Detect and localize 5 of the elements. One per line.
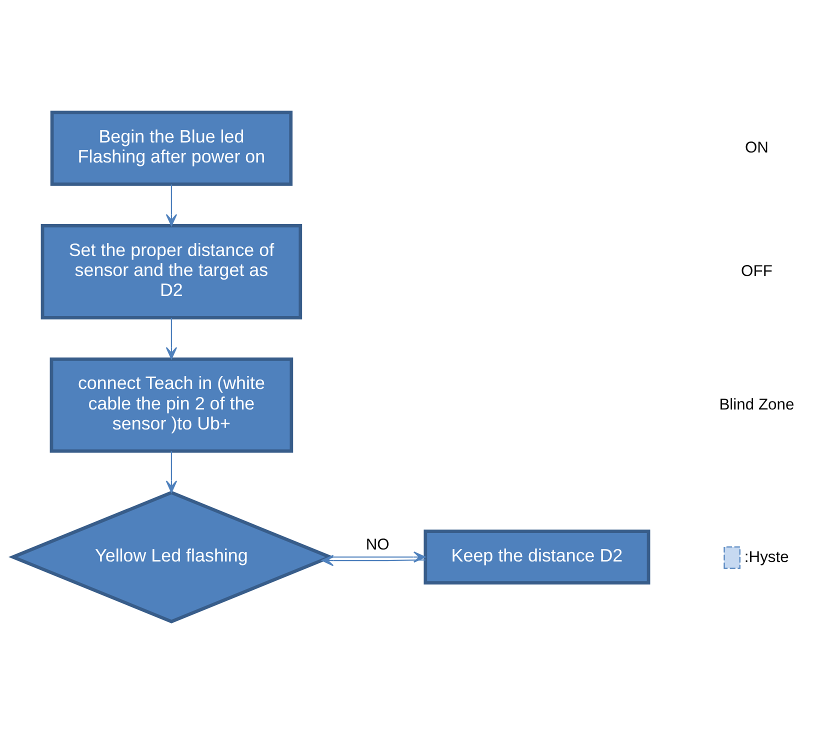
label: ON	[744, 139, 768, 156]
legend-label: :Hyste	[744, 548, 789, 566]
label: Blind Zone	[719, 396, 794, 413]
edge-label: NO	[366, 536, 390, 553]
label: OFF	[741, 262, 772, 280]
